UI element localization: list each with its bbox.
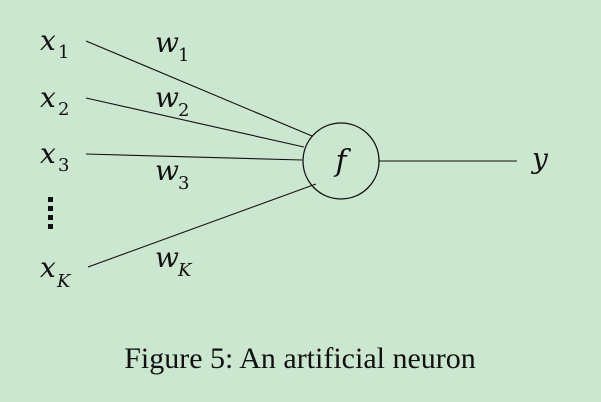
weight-subscript: K <box>177 260 193 281</box>
input-subscript: 1 <box>58 42 69 63</box>
input-symbol: x <box>40 137 56 170</box>
input-xK: x K <box>40 251 72 292</box>
weight-symbol: w <box>155 154 179 187</box>
input-x2: x 2 <box>40 81 69 120</box>
input-symbol: x <box>40 251 56 284</box>
edge-x2 <box>85 97 305 148</box>
figure-caption: Figure 5: An artificial neuron <box>124 342 476 375</box>
weight-subscript: 1 <box>178 45 189 66</box>
weight-symbol: w <box>155 81 179 114</box>
weight-w3: w 3 <box>155 154 189 194</box>
edge-x1 <box>85 40 313 137</box>
vertical-ellipsis <box>48 197 53 229</box>
input-x1: x 1 <box>40 24 69 63</box>
weight-subscript: 2 <box>178 100 189 121</box>
input-x3: x 3 <box>40 137 69 176</box>
weight-symbol: w <box>155 241 179 274</box>
input-symbol: x <box>40 81 56 114</box>
input-subscript: 2 <box>58 99 69 120</box>
ellipsis-text: ⋮ <box>50 214 51 215</box>
weight-w2: w 2 <box>155 81 189 121</box>
activation-label: f <box>333 144 351 179</box>
weight-symbol: w <box>155 26 179 59</box>
input-subscript: K <box>56 271 72 292</box>
weight-w1: w 1 <box>155 26 189 66</box>
edge-x3 <box>85 153 303 161</box>
weight-subscript: 3 <box>178 173 189 194</box>
input-symbol: x <box>40 24 56 57</box>
input-subscript: 3 <box>58 155 69 176</box>
output-label: y <box>530 142 549 175</box>
edge-xK <box>87 183 317 268</box>
weight-wK: w K <box>155 241 193 281</box>
